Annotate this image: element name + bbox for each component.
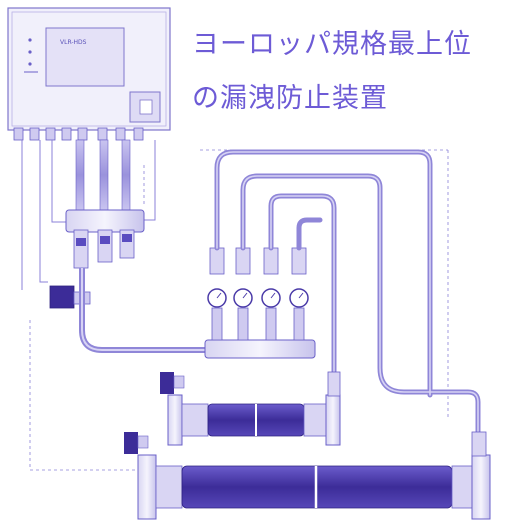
upper-sensor-stems <box>75 139 131 211</box>
panel-indicators <box>24 38 38 73</box>
flange-icon <box>471 454 491 520</box>
gauge-column <box>233 247 253 341</box>
gauge-column <box>289 247 309 341</box>
gauge-assemblies <box>207 247 309 341</box>
main-supply-pipe <box>79 268 205 353</box>
control-panel: VLR-HDS <box>7 7 171 141</box>
heading-line-1: ヨーロッパ規格最上位 <box>192 29 472 60</box>
gauge-column <box>261 247 281 341</box>
panel-label: VLR-HDS <box>60 39 87 46</box>
gauge-column <box>207 247 227 341</box>
panel-display <box>45 27 125 87</box>
flange-icon <box>167 394 183 446</box>
flange-icon <box>325 394 341 446</box>
flange-icon <box>137 454 157 520</box>
panel-side-box <box>129 91 161 123</box>
upper-manifold <box>65 209 145 269</box>
gauge-manifold <box>204 339 316 359</box>
heading-line-2: の漏洩防止装置 <box>192 83 388 114</box>
cable-glands <box>13 127 144 141</box>
large-filter-pipe <box>124 431 491 520</box>
small-filter-pipe <box>160 371 341 446</box>
